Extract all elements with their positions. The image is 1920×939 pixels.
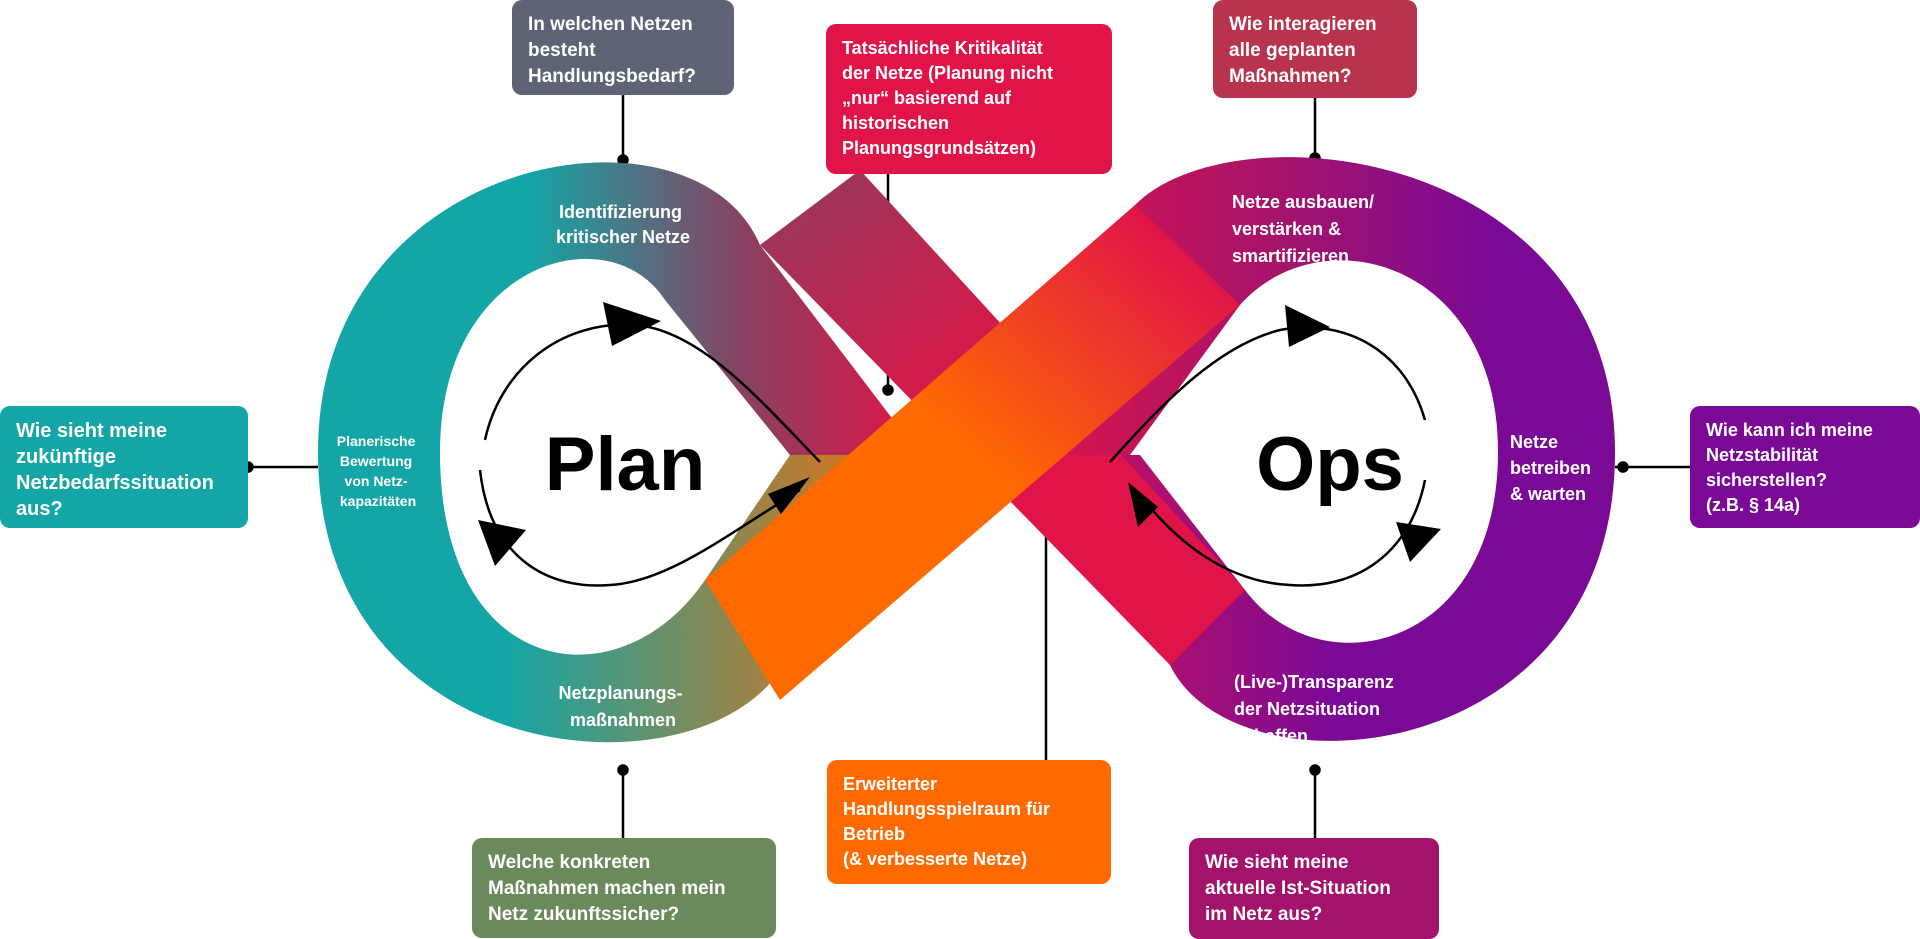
label-line: & warten: [1510, 484, 1586, 504]
arrowhead-icon: [603, 302, 661, 346]
label-line: verstärken &: [1232, 219, 1341, 239]
label-transparenz: (Live-)Transparenz der Netzsituation sch…: [1234, 672, 1399, 746]
box-handlungsbedarf: In welchen Netzen besteht Handlungsbedar…: [512, 0, 734, 95]
ops-arrow-upper: [1109, 326, 1427, 463]
label-massnahmen: Netzplanungs- maßnahmen: [558, 683, 687, 730]
box-netzstabilitaet: Wie kann ich meine Netzstabilität sicher…: [1690, 406, 1920, 528]
box-ist-situation: Wie sieht meine aktuelle Ist-Situation i…: [1189, 838, 1439, 939]
arrowhead-icon: [1396, 522, 1441, 562]
label-line: Netze: [1510, 432, 1558, 452]
label-identifizierung: Identifizierung kritischer Netze: [556, 202, 690, 247]
arrowhead-icon: [1285, 305, 1330, 347]
box-zukunftssicher: Welche konkreten Maßnahmen machen mein N…: [472, 838, 776, 938]
label-line: (Live-)Transparenz: [1234, 672, 1394, 692]
orange-strand: [705, 205, 1240, 700]
box-interagieren: Wie interagieren alle geplanten Maßnahme…: [1213, 0, 1417, 98]
plan-loop-top: [318, 162, 920, 455]
label-line: betreiben: [1510, 458, 1591, 478]
arrowhead-icon: [478, 520, 526, 566]
box-kritikalitaet: Tatsächliche Kritikalität der Netze (Pla…: [826, 24, 1112, 174]
center-label-plan: Plan: [545, 422, 706, 507]
label-betreiben: Netze betreiben & warten: [1510, 432, 1596, 504]
label-line: von Netz-: [345, 473, 408, 489]
label-line: Identifizierung: [559, 202, 682, 222]
connector-dot: [617, 764, 629, 776]
connector-dot: [1309, 764, 1321, 776]
label-line: smartifizieren: [1232, 246, 1349, 266]
label-line: Bewertung: [340, 453, 412, 469]
infinity-band: [318, 157, 1615, 743]
label-line: Planerische: [337, 433, 416, 449]
box-handlungsspielraum: Erweiterter Handlungsspielraum für Betri…: [827, 760, 1111, 884]
connector-dot: [1617, 461, 1629, 473]
arrowhead-icon: [768, 477, 810, 514]
label-line: Netze ausbauen/: [1232, 192, 1374, 212]
label-line: maßnahmen: [570, 710, 676, 730]
label-line: kapazitäten: [340, 493, 416, 509]
arrowhead-icon: [1128, 482, 1158, 527]
connector-dot: [882, 384, 894, 396]
label-line: schaffen: [1234, 726, 1308, 746]
box-netzbedarf: Wie sieht meine zukünftige Netzbedarfssi…: [0, 406, 248, 528]
label-line: kritischer Netze: [556, 227, 690, 247]
label-line: Netzplanungs-: [558, 683, 682, 703]
label-ausbauen: Netze ausbauen/ verstärken & smartifizie…: [1232, 192, 1379, 266]
label-line: der Netzsituation: [1234, 699, 1380, 719]
label-bewertung: Planerische Bewertung von Netz- kapazitä…: [337, 433, 420, 509]
center-label-ops: Ops: [1256, 422, 1404, 507]
